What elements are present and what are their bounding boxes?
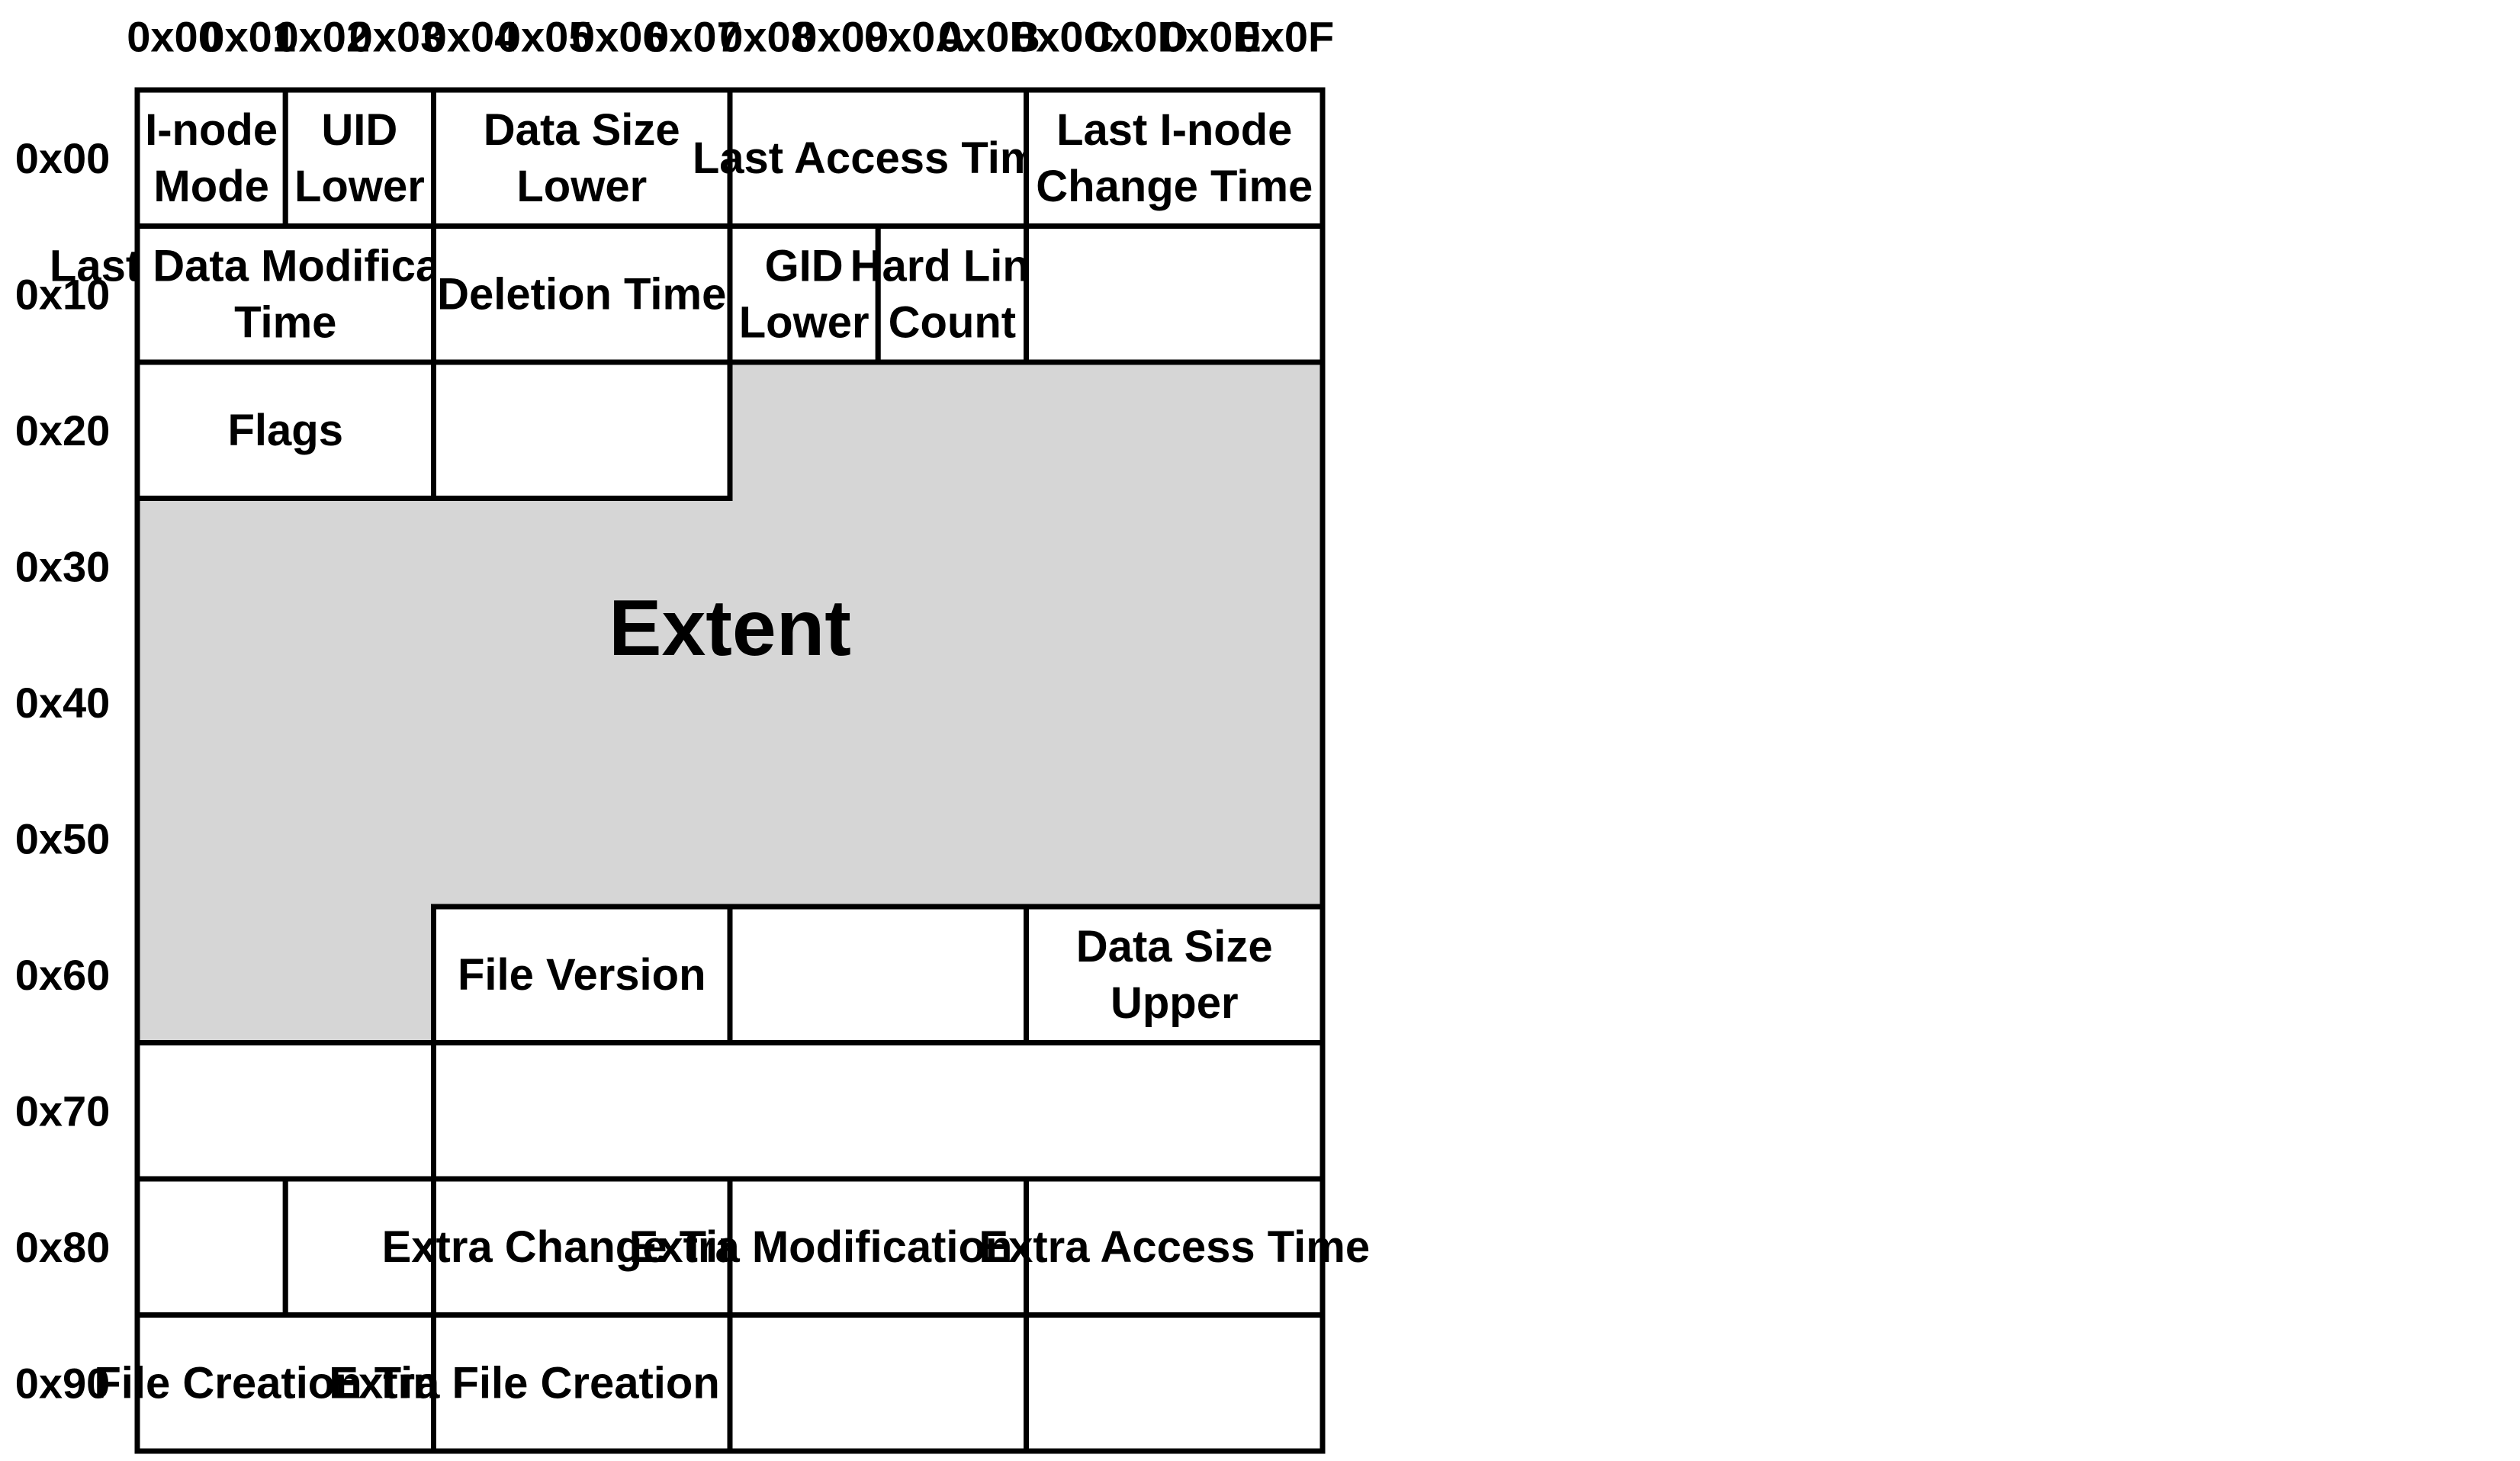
field-label: File Version bbox=[458, 950, 706, 1000]
field-last-access-time: Last Access Time bbox=[693, 87, 1064, 229]
field-empty-0x68 bbox=[727, 904, 1029, 1045]
field-gid-lower: GID Lower bbox=[727, 223, 881, 365]
field-cell bbox=[727, 1176, 1029, 1318]
field-cell bbox=[431, 1312, 733, 1454]
field-cell bbox=[134, 1040, 436, 1182]
field-label: Hard Link bbox=[850, 241, 1055, 291]
field-cell bbox=[431, 1040, 1326, 1182]
field-cell bbox=[727, 1312, 1029, 1454]
column-offset-label: 0x06 bbox=[571, 13, 667, 61]
field-label: Deletion Time bbox=[437, 269, 726, 319]
column-offset-label: 0x05 bbox=[497, 13, 593, 61]
field-label: Extra Access Time bbox=[979, 1222, 1370, 1272]
field-label: Lower bbox=[294, 162, 425, 211]
field-empty-0x70 bbox=[134, 1040, 436, 1182]
field-extra-access-time: Extra Access Time bbox=[979, 1176, 1370, 1318]
field-label: Upper bbox=[1111, 978, 1239, 1028]
field-cell bbox=[1024, 1312, 1326, 1454]
field-label: Lower bbox=[516, 162, 647, 211]
field-empty-0x1c bbox=[1024, 223, 1326, 365]
field-cell bbox=[134, 1176, 288, 1318]
column-offset-label: 0x0F bbox=[1237, 13, 1335, 61]
row-offset-label: 0x40 bbox=[15, 679, 111, 727]
field-cell bbox=[431, 87, 733, 229]
field-cell bbox=[727, 223, 881, 365]
field-file-version: File Version bbox=[431, 904, 733, 1045]
row-offset-label: 0x60 bbox=[15, 951, 111, 999]
field-cell bbox=[1024, 223, 1326, 365]
field-cell bbox=[134, 359, 436, 501]
field-cell bbox=[431, 359, 733, 501]
extent-label: Extent bbox=[609, 584, 851, 673]
field-cell bbox=[875, 223, 1029, 365]
field-cell bbox=[727, 904, 1029, 1045]
field-empty-0x80 bbox=[134, 1176, 288, 1318]
column-offset-label: 0x03 bbox=[349, 13, 445, 61]
column-offset-label: 0x04 bbox=[423, 13, 519, 61]
field-label: Last I-node bbox=[1056, 105, 1292, 155]
field-label: Data Size bbox=[484, 105, 680, 155]
field-flags: Flags bbox=[134, 359, 436, 501]
row-offset-label: 0x00 bbox=[15, 134, 111, 182]
field-label: Mode bbox=[153, 162, 268, 211]
field-label: Extra Change Time bbox=[382, 1222, 782, 1272]
field-uid-lower: UID Lower bbox=[282, 87, 436, 229]
row-offset-label: 0x20 bbox=[15, 406, 111, 454]
column-offset-label: 0x0B bbox=[938, 13, 1040, 61]
field-label: Data Size bbox=[1076, 922, 1273, 971]
field-empty-0x24 bbox=[431, 359, 733, 501]
column-offset-label: 0x0E bbox=[1162, 13, 1262, 61]
field-empty-0x74 bbox=[431, 1040, 1326, 1182]
column-offset-headers: 0x000x010x020x030x040x050x060x070x080x09… bbox=[127, 13, 1334, 61]
row-offset-label: 0x90 bbox=[15, 1359, 111, 1407]
column-offset-label: 0x0A bbox=[864, 13, 966, 61]
column-offset-label: 0x01 bbox=[201, 13, 296, 61]
column-offset-label: 0x08 bbox=[719, 13, 815, 61]
field-cell bbox=[1024, 87, 1326, 229]
field-label: Count bbox=[889, 297, 1017, 347]
field-label: Lower bbox=[739, 297, 869, 347]
field-label: File Creation Time bbox=[94, 1358, 477, 1408]
field-label: UID bbox=[321, 105, 397, 155]
field-label: Change Time bbox=[1036, 162, 1313, 211]
field-label: Time bbox=[234, 297, 336, 347]
column-offset-label: 0x09 bbox=[793, 13, 889, 61]
row-offset-label: 0x50 bbox=[15, 814, 111, 862]
column-offset-label: 0x0D bbox=[1086, 13, 1188, 61]
field-extra-change-time: Extra Change Time bbox=[382, 1176, 782, 1318]
row-offset-label: 0x10 bbox=[15, 270, 111, 318]
field-cell bbox=[1024, 1176, 1326, 1318]
field-empty-0x98 bbox=[727, 1312, 1029, 1454]
row-offset-headers: 0x00 0x10 0x20 0x30 0x40 0x50 0x60 0x70 0x80 0x90 bbox=[15, 134, 111, 1408]
field-label: Last Access Time bbox=[693, 133, 1064, 183]
column-offset-label: 0x00 bbox=[127, 13, 222, 61]
field-label: Flags bbox=[228, 406, 344, 455]
column-offset-label: 0x07 bbox=[645, 13, 741, 61]
column-offset-label: 0x02 bbox=[275, 13, 371, 61]
field-label: GID bbox=[765, 241, 844, 291]
field-label: I-node bbox=[145, 105, 278, 155]
field-deletion-time: Deletion Time bbox=[431, 223, 733, 365]
column-offset-label: 0x0C bbox=[1012, 13, 1114, 61]
row-offset-label: 0x70 bbox=[15, 1087, 111, 1135]
row-offset-label: 0x80 bbox=[15, 1223, 111, 1271]
row-offset-label: 0x30 bbox=[15, 542, 111, 590]
field-empty-0x9c bbox=[1024, 1312, 1326, 1454]
